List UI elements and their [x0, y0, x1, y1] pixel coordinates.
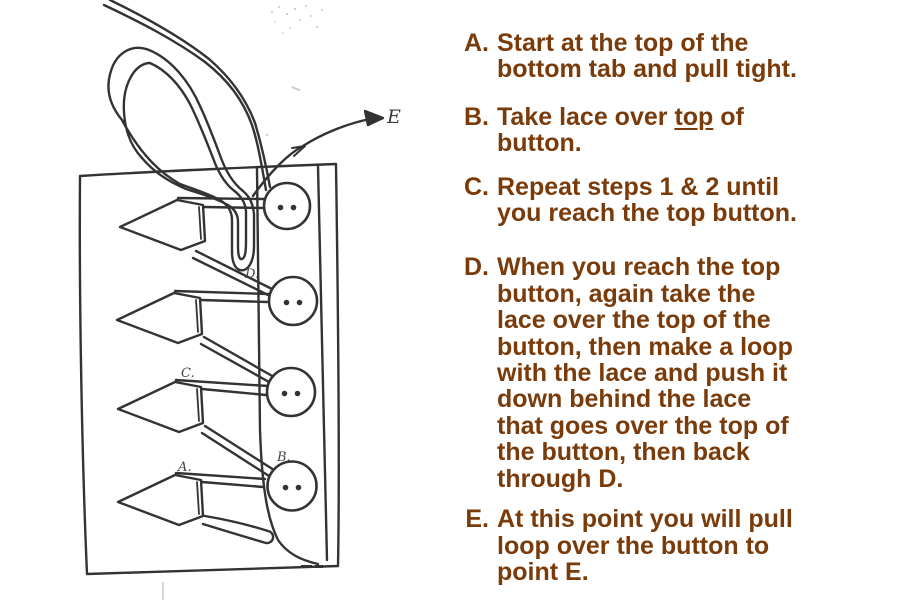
lace-diag-2 — [199, 335, 276, 384]
instruction-line: When you reach the top — [497, 253, 781, 282]
lacing-diagram: D. C. B. A. E — [78, 0, 401, 600]
scan-marks — [301, 565, 323, 568]
hook-arrow-1 — [118, 198, 207, 252]
lace-from-top — [102, 0, 272, 192]
placket-right-edge — [316, 164, 329, 562]
instruction-line: down behind the lace — [497, 385, 752, 414]
hook-arrow-4 — [116, 473, 205, 527]
flap-edge-curve — [255, 167, 320, 566]
instruction-line: button, again take the — [497, 279, 756, 308]
diagram-label-e: E — [386, 106, 401, 128]
instruction-line: the button, then back — [497, 438, 750, 467]
hook-arrow-2 — [115, 291, 204, 345]
lace-row-2 — [173, 289, 271, 304]
instruction-line: loop over the button to — [497, 531, 770, 560]
button-1 — [262, 181, 312, 231]
diagram-label-b: B. — [276, 450, 291, 465]
lace-loop — [107, 46, 256, 272]
instruction-line: with the lace and push it — [497, 359, 788, 388]
instruction-line: lace over the top of the — [497, 306, 771, 335]
instruction-line: Take lace over top of — [497, 102, 744, 131]
lace-diag-1 — [191, 249, 274, 297]
diagram-label-c: C. — [181, 366, 195, 381]
lace-diag-3 — [200, 424, 276, 478]
instruction-line: you reach the top button. — [497, 199, 797, 228]
diagram-label-d: D. — [244, 267, 259, 282]
lace-row-4 — [174, 471, 267, 489]
instruction-line: bottom tab and pull tight. — [497, 55, 797, 84]
instruction-line: button, then make a loop — [497, 332, 793, 361]
scan-noise — [265, 4, 323, 137]
instruction-line: Start at the top of the — [497, 29, 749, 57]
button-3 — [265, 366, 317, 418]
instruction-letter: B. — [464, 102, 489, 131]
instruction-letter: C. — [464, 172, 489, 201]
instruction-line: point E. — [497, 557, 589, 586]
button-2 — [267, 275, 319, 327]
diagram-label-a: A. — [177, 460, 192, 475]
instruction-line: button. — [497, 129, 582, 158]
instruction-letter: D. — [464, 253, 489, 282]
arrowhead-e — [363, 109, 385, 127]
instruction-line: that goes over the top of — [497, 411, 789, 440]
instruction-letter: A. — [464, 29, 489, 57]
instruction-line: through D. — [497, 464, 624, 493]
hook-arrow-3 — [116, 380, 205, 434]
instruction-line: Repeat steps 1 & 2 until — [497, 172, 780, 201]
lace-row-3 — [174, 378, 270, 397]
arrow-mid-chevron — [291, 145, 306, 157]
instruction-letter: E. — [465, 505, 489, 534]
instruction-line: At this point you will pull — [497, 505, 793, 534]
lace-end — [201, 514, 275, 545]
button-4 — [266, 460, 318, 512]
